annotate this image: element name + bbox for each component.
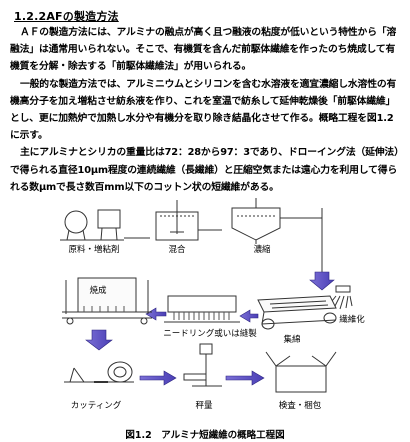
arrow-needling-to-firing (145, 307, 167, 321)
needling-machine-icon (164, 295, 240, 323)
arrow-cutting-to-weighing (139, 370, 177, 386)
firing-furnace-icon (62, 277, 152, 325)
label-collecting: 集綿 (283, 334, 300, 345)
arrow-down-to-spinning (309, 271, 335, 291)
label-weighing: 秤量 (195, 400, 213, 411)
body-text: ＡＦの製造方法には、アルミナの融点が高く且つ融液の粘度が低いという特性から「溶融… (10, 24, 402, 196)
paragraph-2: 一般的な製造方法では、アルミニウムとシリコンを含む水溶液を適宜濃縮し水溶性の有機… (10, 78, 397, 142)
label-spinning: 繊維化 (339, 314, 365, 325)
label-raw-materials: 原料・増粘剤 (68, 244, 119, 255)
arrow-firing-to-cutting (85, 329, 113, 351)
concentration-tank-icon (231, 198, 281, 241)
label-cutting: カッティング (71, 400, 122, 411)
figure-caption: 図1.2 アルミナ短繊維の概略工程図 (125, 430, 285, 441)
arrow-weighing-to-inspection (225, 370, 265, 386)
label-needling: ニードリング或いは縫製 (163, 328, 257, 339)
cutting-machine-icon (64, 361, 134, 383)
packing-box-icon (265, 351, 337, 393)
mixing-tank-icon (155, 200, 199, 241)
label-concentration: 濃縮 (253, 244, 271, 255)
paragraph-1: ＡＦの製造方法には、アルミナの融点が高く且つ融液の粘度が低いという特性から「溶融… (10, 27, 397, 73)
collecting-conveyor-icon (257, 295, 337, 330)
section-heading: 1.2.2AFの製造方法 (14, 10, 119, 23)
label-inspection: 検査・梱包 (279, 400, 322, 411)
weighing-scale-icon (183, 343, 222, 387)
arrow-collecting-to-needling (239, 309, 259, 323)
process-flow-diagram: 原料・増粘剤 混合 濃縮 繊維化 集綿 (60, 198, 365, 411)
label-firing: 焼成 (89, 285, 107, 296)
paragraph-3: 主にアルミナとシリカの重量比は72：28から97：3であり、ドローイング法（延伸… (10, 147, 399, 193)
label-mixing: 混合 (168, 244, 186, 255)
pipe-to-spinning (255, 208, 323, 272)
raw-materials-tanks-icon (60, 209, 124, 241)
